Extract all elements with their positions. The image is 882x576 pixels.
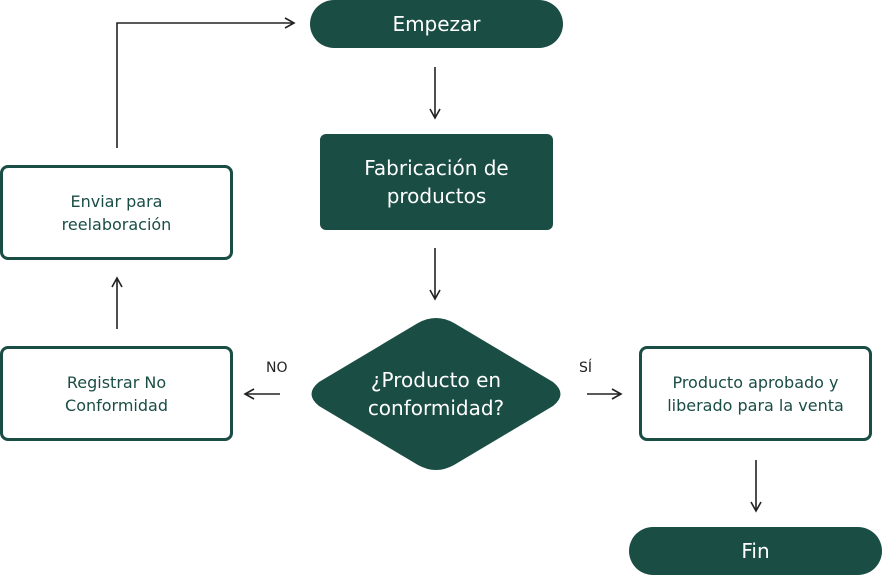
no-edge-label: NO (266, 360, 288, 376)
arrow-rework-to-start (116, 17, 296, 148)
start-label: Empezar (392, 12, 481, 36)
rework-label: Enviar para reelaboración (61, 191, 172, 234)
decision-label: ¿Producto en conformidad? (367, 368, 505, 420)
register-node: Registrar No Conformidad (0, 346, 233, 441)
register-label: Registrar No Conformidad (65, 372, 168, 415)
end-node: Fin (629, 527, 882, 575)
fabrication-label: Fabricación de productos (364, 156, 509, 208)
decision-diamond (311, 318, 561, 470)
rework-node: Enviar para reelaboración (0, 165, 233, 260)
end-label: Fin (741, 539, 770, 563)
decision-node: ¿Producto en conformidad? (306, 318, 566, 470)
yes-edge-label: SÍ (579, 360, 593, 376)
approved-label: Producto aprobado y liberado para la ven… (667, 372, 844, 415)
approved-node: Producto aprobado y liberado para la ven… (639, 346, 872, 441)
fabrication-node: Fabricación de productos (320, 134, 553, 230)
start-node: Empezar (310, 0, 563, 48)
